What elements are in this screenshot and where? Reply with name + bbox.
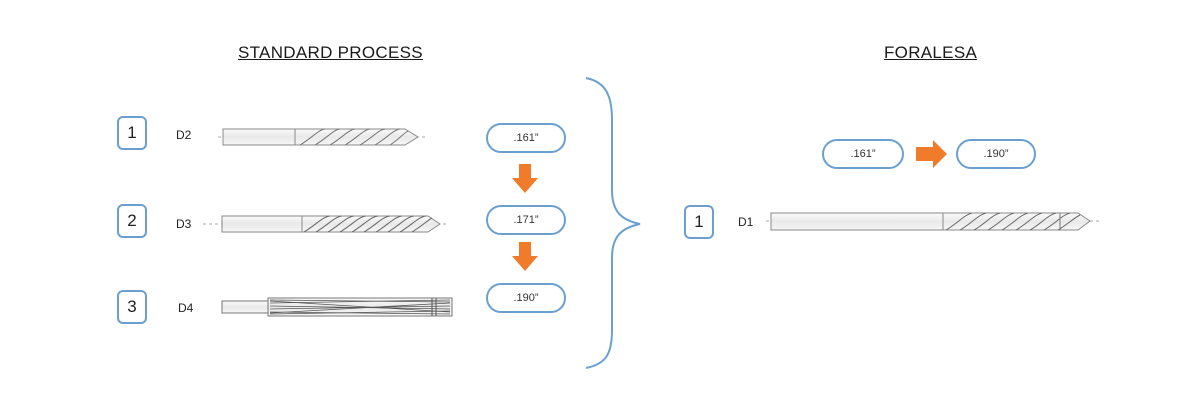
drill-d4-label: D4 [178, 301, 194, 315]
curly-brace [585, 77, 641, 369]
drill-d4-image [221, 297, 453, 317]
diameter-pill-d3: .171” [486, 205, 566, 235]
drill-d2-image [218, 128, 428, 146]
diameter-pill-d2: .161” [486, 123, 566, 153]
foralesa-to-pill: .190” [956, 139, 1036, 169]
foralesa-from-pill: .161” [822, 139, 904, 169]
drill-d1-image [766, 212, 1100, 231]
drill-d3-image [203, 215, 448, 233]
drill-d3-label: D3 [176, 217, 192, 231]
drill-d1-label: D1 [738, 215, 754, 229]
foralesa-title: FORALESA [884, 43, 978, 62]
arrow-down-icon [512, 242, 538, 271]
standard-process-title: STANDARD PROCESS [238, 43, 423, 62]
arrow-right-icon [916, 140, 947, 168]
step-2-badge: 2 [117, 204, 147, 238]
drill-d2-label: D2 [176, 128, 192, 142]
step-1-badge: 1 [117, 116, 147, 150]
step-3-badge: 3 [117, 290, 147, 324]
foralesa-step-badge: 1 [684, 205, 714, 239]
diameter-pill-d4: .190” [486, 283, 566, 313]
arrow-down-icon [512, 164, 538, 193]
